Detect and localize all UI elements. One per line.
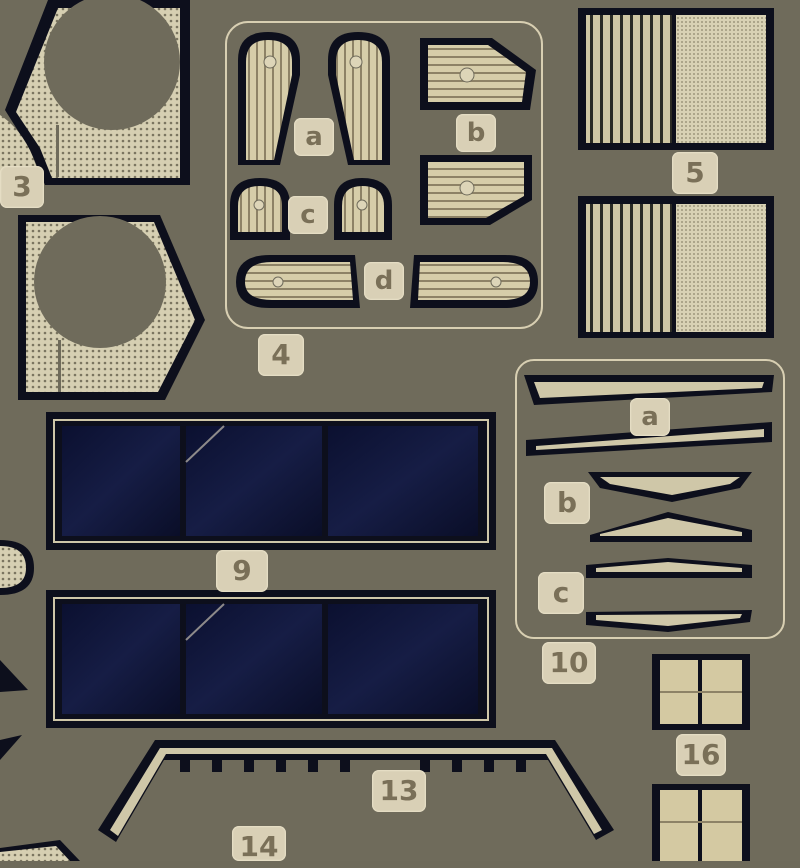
- label-4a: a: [294, 118, 334, 156]
- edge-fragment: [0, 660, 28, 692]
- label-4d: d: [364, 262, 404, 300]
- label-10: 10: [542, 642, 596, 684]
- label-16: 16: [676, 734, 726, 776]
- part-16-bottom: [652, 784, 750, 861]
- part-4a-right: [328, 32, 390, 165]
- label-13: 13: [372, 770, 426, 812]
- part-9-window-bottom: [46, 590, 496, 728]
- part-4-fret: [225, 21, 543, 329]
- label-5: 5: [672, 152, 718, 194]
- part-3-mesh-panel-bottom: [18, 215, 205, 400]
- part-4b-bottom: [420, 155, 532, 225]
- part-4a-left: [238, 32, 300, 165]
- label-10b: b: [544, 482, 590, 524]
- part-4d-left: [236, 255, 360, 308]
- part-4c-right: [334, 178, 392, 240]
- part-9-window-top: [46, 412, 496, 550]
- part-3-mesh-panel-top: [5, 0, 190, 185]
- label-4b: b: [456, 114, 496, 152]
- label-10c: c: [538, 572, 584, 614]
- label-9: 9: [216, 550, 268, 592]
- part-16-top: [652, 654, 750, 730]
- part-4c-left: [230, 178, 290, 240]
- part-10-fret: [515, 359, 785, 639]
- label-10a: a: [630, 398, 670, 436]
- part-4d-right: [410, 255, 538, 308]
- label-3: 3: [0, 166, 44, 208]
- part-13-toothed-strip: [98, 740, 614, 842]
- label-14: 14: [232, 826, 286, 863]
- label-4: 4: [258, 334, 304, 376]
- part-4b-top: [420, 38, 536, 110]
- label-4c: c: [288, 196, 328, 234]
- part-5-top: [578, 8, 774, 150]
- part-3-edge-mesh: [0, 115, 40, 180]
- part-5-bottom: [578, 196, 774, 338]
